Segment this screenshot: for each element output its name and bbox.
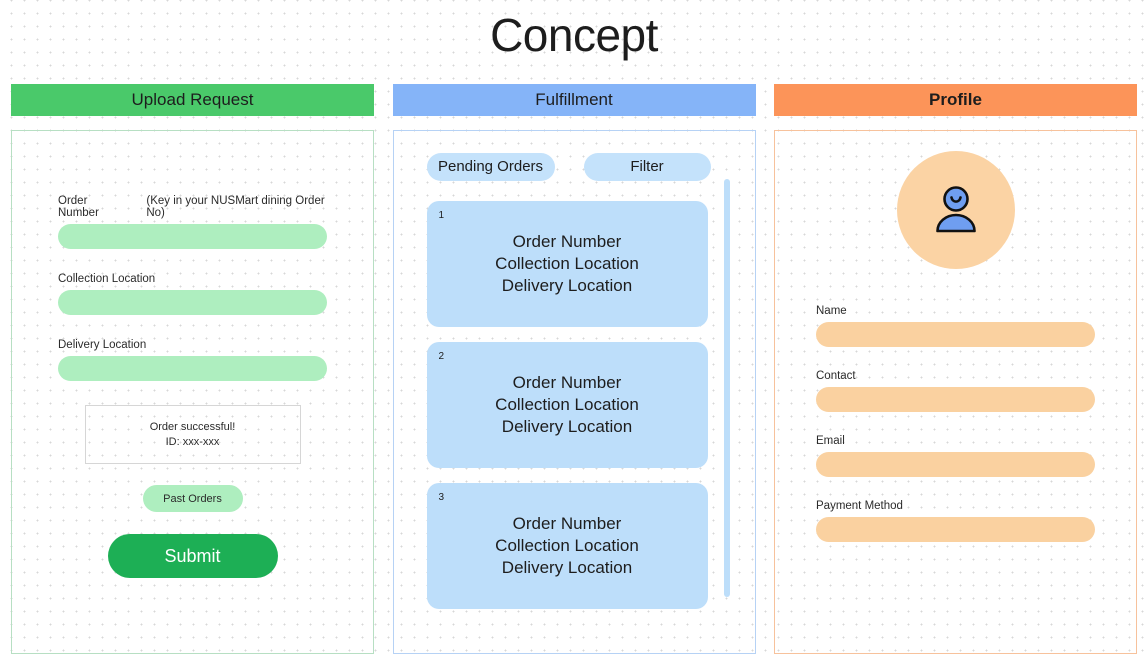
collection-location-label: Collection Location	[58, 273, 156, 285]
orders-scrollbar-thumb[interactable]	[723, 179, 730, 597]
past-orders-button[interactable]: Past Orders	[142, 485, 243, 512]
column-fulfillment: Fulfillment Pending Orders Filter 1 Orde…	[392, 84, 756, 654]
order-number-hint: (Key in your NUSMart dining Order No)	[146, 195, 325, 219]
column-upload-request: Upload Request Order Number (Key in your…	[11, 84, 374, 654]
field-group-collection-location: Collection Location	[58, 273, 327, 315]
order-card-index: 3	[438, 492, 445, 503]
name-label: Name	[816, 305, 847, 317]
profile-form: Name Contact Email Payment Method	[775, 131, 1136, 542]
delivery-location-input[interactable]	[58, 356, 327, 381]
filter-button[interactable]: Filter	[583, 153, 711, 181]
fulfillment-toolbar: Pending Orders Filter	[426, 153, 735, 181]
collection-location-label-row: Collection Location	[58, 273, 327, 285]
order-status-id: ID: xxx-xxx	[165, 436, 220, 448]
profile-field-contact: Contact	[816, 370, 1095, 412]
order-card-order-number: Order Number	[512, 373, 622, 392]
order-status-message: Order successful!	[149, 421, 236, 433]
order-number-label-row: Order Number (Key in your NUSMart dining…	[58, 195, 327, 219]
order-card[interactable]: 2 Order Number Collection Location Deliv…	[426, 342, 708, 468]
columns-container: Upload Request Order Number (Key in your…	[0, 84, 1148, 654]
payment-method-label: Payment Method	[816, 500, 903, 512]
order-card-order-number: Order Number	[512, 514, 622, 533]
email-input[interactable]	[816, 452, 1095, 477]
contact-input[interactable]	[816, 387, 1095, 412]
profile-field-name: Name	[816, 305, 1095, 347]
order-card-collection-location: Collection Location	[495, 395, 639, 414]
order-card-delivery-location: Delivery Location	[501, 417, 633, 436]
order-card[interactable]: 1 Order Number Collection Location Deliv…	[426, 201, 708, 327]
field-group-delivery-location: Delivery Location	[58, 339, 327, 381]
column-header-fulfillment: Fulfillment	[392, 84, 756, 116]
payment-method-input[interactable]	[816, 517, 1095, 542]
order-status-box: Order successful! ID: xxx-xxx	[84, 405, 301, 464]
profile-field-email: Email	[816, 435, 1095, 477]
column-header-profile: Profile	[774, 84, 1137, 116]
upload-request-form: Order Number (Key in your NUSMart dining…	[12, 131, 373, 578]
field-group-order-number: Order Number (Key in your NUSMart dining…	[58, 195, 327, 249]
collection-location-input[interactable]	[58, 290, 327, 315]
avatar[interactable]	[896, 151, 1015, 269]
page-title: Concept	[490, 9, 658, 61]
profile-field-payment-method: Payment Method	[816, 500, 1095, 542]
delivery-location-label-row: Delivery Location	[58, 339, 327, 351]
order-card-delivery-location: Delivery Location	[501, 558, 633, 577]
order-card-order-number: Order Number	[512, 232, 622, 251]
order-card-index: 2	[438, 351, 445, 362]
contact-label: Contact	[816, 370, 856, 382]
upload-request-panel: Order Number (Key in your NUSMart dining…	[11, 130, 374, 654]
order-card[interactable]: 3 Order Number Collection Location Deliv…	[426, 483, 708, 609]
user-avatar-icon	[935, 186, 976, 233]
pending-orders-button[interactable]: Pending Orders	[426, 153, 555, 181]
orders-scrollbar[interactable]	[723, 179, 730, 597]
order-number-label: Order Number	[58, 195, 99, 219]
delivery-location-label: Delivery Location	[58, 339, 147, 351]
order-card-collection-location: Collection Location	[495, 536, 639, 555]
submit-button[interactable]: Submit	[107, 534, 278, 578]
order-card-index: 1	[438, 210, 445, 221]
fulfillment-panel: Pending Orders Filter 1 Order Number Col…	[392, 130, 756, 654]
order-card-delivery-location: Delivery Location	[501, 276, 633, 295]
email-label: Email	[816, 435, 845, 447]
order-card-collection-location: Collection Location	[495, 254, 639, 273]
column-header-upload-request: Upload Request	[11, 84, 374, 116]
order-number-input[interactable]	[58, 224, 327, 249]
column-profile: Profile Name Contact	[774, 84, 1137, 654]
profile-panel: Name Contact Email Payment Method	[774, 130, 1137, 654]
fulfillment-content: Pending Orders Filter 1 Order Number Col…	[394, 131, 755, 653]
name-input[interactable]	[816, 322, 1095, 347]
